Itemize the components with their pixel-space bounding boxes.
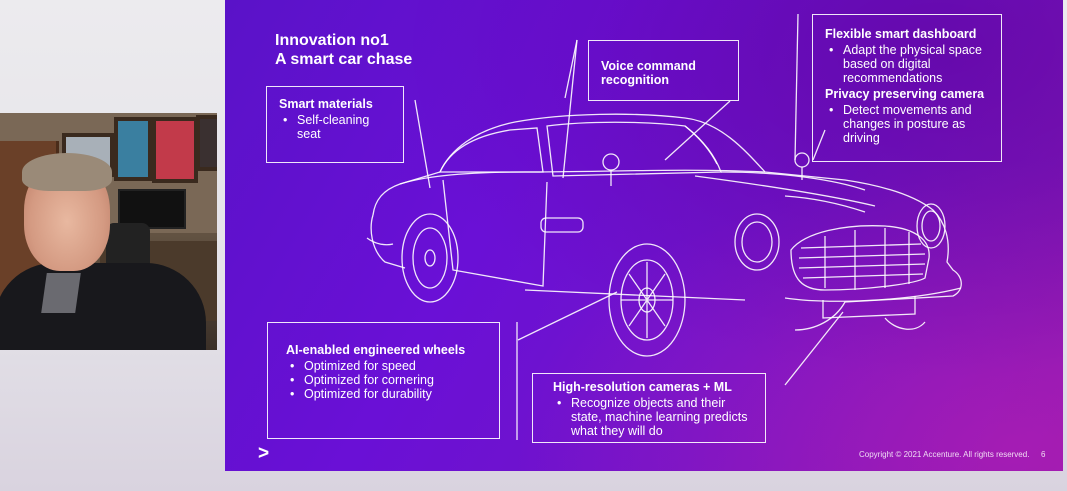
video-background-poster (114, 117, 152, 181)
video-background-poster (196, 115, 217, 171)
smart-materials-list: Self-cleaning seat (279, 113, 391, 141)
list-item: Self-cleaning seat (279, 113, 391, 141)
wheels-list: Optimized for speed Optimized for corner… (286, 359, 481, 401)
cameras-heading: High-resolution cameras + ML (553, 380, 732, 394)
voice-command-heading: Voice command recognition (601, 59, 696, 87)
accenture-logo-icon: > (258, 443, 270, 464)
smart-materials-box: Smart materials Self-cleaning seat (266, 86, 404, 163)
list-item: Detect movements and changes in posture … (825, 103, 989, 145)
car-line-drawing (366, 13, 962, 440)
smart-materials-heading: Smart materials (279, 97, 373, 111)
video-background-monitor (118, 189, 186, 229)
participant-body (0, 263, 206, 350)
slide-title: Innovation no1 A smart car chase (275, 31, 412, 69)
copyright-text: Copyright © 2021 Accenture. All rights r… (859, 450, 1030, 459)
privacy-camera-heading: Privacy preserving camera (825, 87, 985, 101)
list-item: Adapt the physical space based on digita… (825, 43, 989, 85)
video-background-poster (152, 117, 198, 183)
list-item: Recognize objects and their state, machi… (553, 396, 753, 438)
shared-slide: Innovation no1 A smart car chase Smart m… (225, 0, 1063, 471)
slide-title-line-1: Innovation no1 (275, 32, 389, 49)
participant-hair (22, 153, 112, 191)
smart-dashboard-box: Flexible smart dashboard Adapt the physi… (812, 14, 1002, 162)
participant-video-tile[interactable] (0, 113, 217, 350)
voice-command-box: Voice command recognition (588, 40, 739, 101)
list-item: Optimized for durability (286, 387, 481, 401)
list-item: Optimized for speed (286, 359, 481, 373)
wheels-heading: AI-enabled engineered wheels (286, 343, 466, 357)
dashboard-heading: Flexible smart dashboard (825, 27, 977, 41)
wheels-box: AI-enabled engineered wheels Optimized f… (267, 322, 500, 439)
page-number: 6 (1041, 450, 1046, 459)
cameras-list: Recognize objects and their state, machi… (553, 396, 753, 438)
slide-title-line-2: A smart car chase (275, 51, 413, 68)
participant-collar (41, 273, 81, 313)
cameras-box: High-resolution cameras + ML Recognize o… (532, 373, 766, 443)
privacy-camera-list: Detect movements and changes in posture … (825, 103, 989, 145)
list-item: Optimized for cornering (286, 373, 481, 387)
dashboard-list: Adapt the physical space based on digita… (825, 43, 989, 85)
